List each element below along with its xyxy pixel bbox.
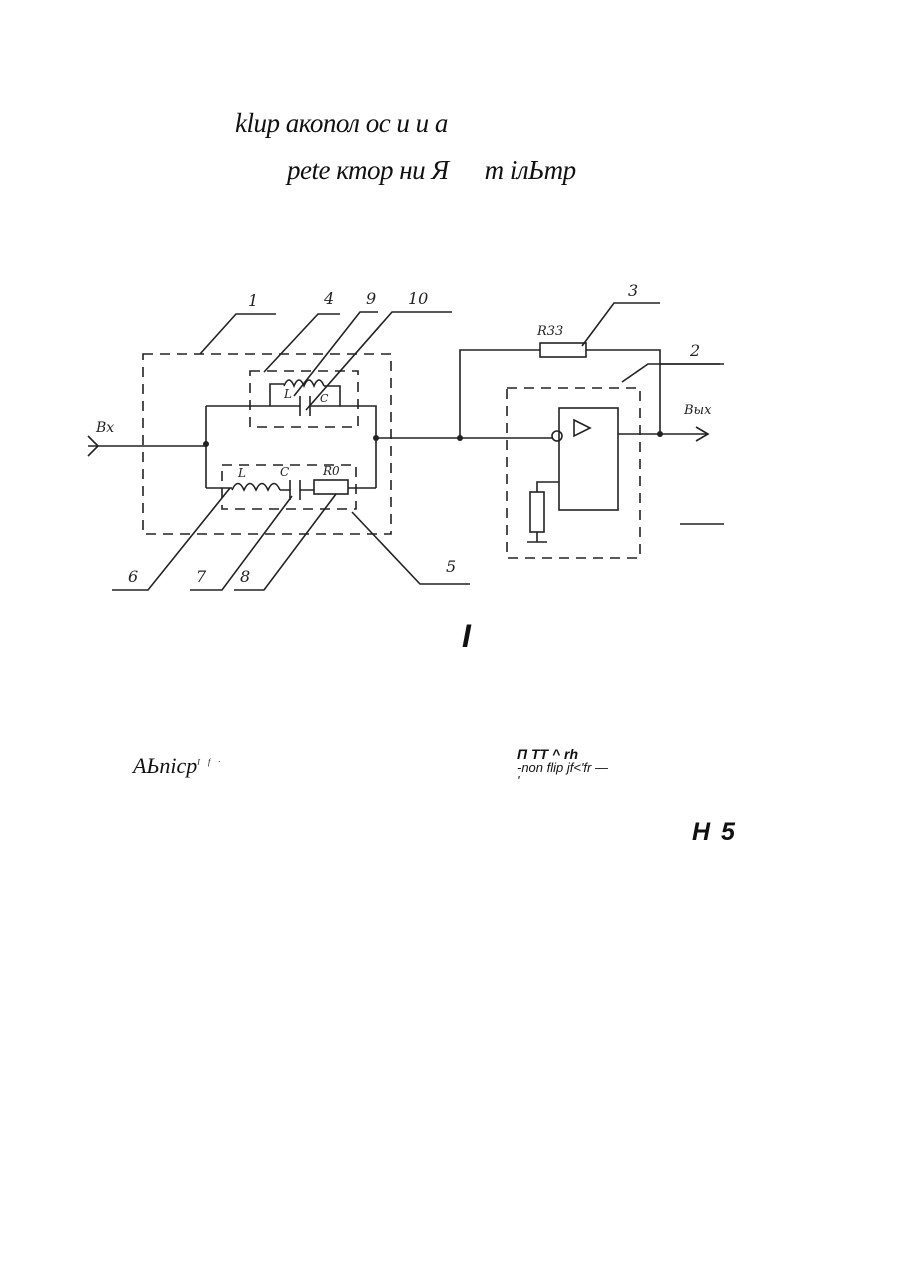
garbled-line-3: ' <box>517 774 608 787</box>
callout-number: 7 <box>196 567 207 586</box>
authors: AЬnicpI f · <box>133 753 223 779</box>
ground-icon <box>527 532 547 542</box>
block-2-boundary <box>507 388 640 558</box>
callout-number: 8 <box>240 567 250 586</box>
capacitor-top-label: C <box>320 392 329 405</box>
callout-number: 10 <box>408 289 428 308</box>
output-label: Вых <box>683 403 712 418</box>
inductor-top-label: L <box>283 387 292 401</box>
feedback-left-wire <box>460 350 540 438</box>
callout-number: 4 <box>323 289 334 308</box>
inductor-bottom <box>232 484 280 491</box>
amplifier-box <box>559 408 618 510</box>
ground-wire <box>537 482 559 492</box>
figure-label: I <box>462 618 471 655</box>
callout-number: 1 <box>248 291 258 310</box>
callout-number: 9 <box>366 289 376 308</box>
callout-number: 6 <box>128 567 138 586</box>
inverting-input-circle <box>552 431 562 441</box>
order-number: H 5 <box>692 818 737 847</box>
amplifier-triangle-icon <box>574 420 590 436</box>
callout-leader-4 <box>264 314 340 372</box>
resistor-bottom <box>314 480 348 494</box>
callout-leader-1 <box>200 314 276 354</box>
input-label: Вх <box>95 420 114 436</box>
feedback-right-wire <box>586 350 660 436</box>
inductor-bottom-label: L <box>237 466 246 480</box>
feedback-resistor <box>540 343 586 357</box>
block-1-boundary <box>143 354 391 534</box>
block-4-boundary <box>250 371 358 427</box>
authors-superscript: I f · <box>197 758 223 767</box>
callout-leader-2 <box>622 364 720 382</box>
garbled-line-2: -non flip jf<'fr — <box>517 761 608 774</box>
top-tank-left <box>270 384 284 406</box>
callout-leader-3 <box>582 303 660 346</box>
callout-number: 5 <box>446 557 456 576</box>
authors-name: AЬnicp <box>133 753 197 778</box>
resistor-bottom-label: R0 <box>322 464 340 478</box>
capacitor-bottom-label: C <box>280 465 289 479</box>
garbled-text-block: П ΤΤ ^ rh -non flip jf<'fr — ' <box>517 748 608 787</box>
feedback-resistor-label: R33 <box>536 324 563 339</box>
junction-node <box>657 431 663 437</box>
callout-number: 2 <box>689 341 700 360</box>
callout-number: 3 <box>628 281 638 300</box>
ground-resistor <box>530 492 544 532</box>
